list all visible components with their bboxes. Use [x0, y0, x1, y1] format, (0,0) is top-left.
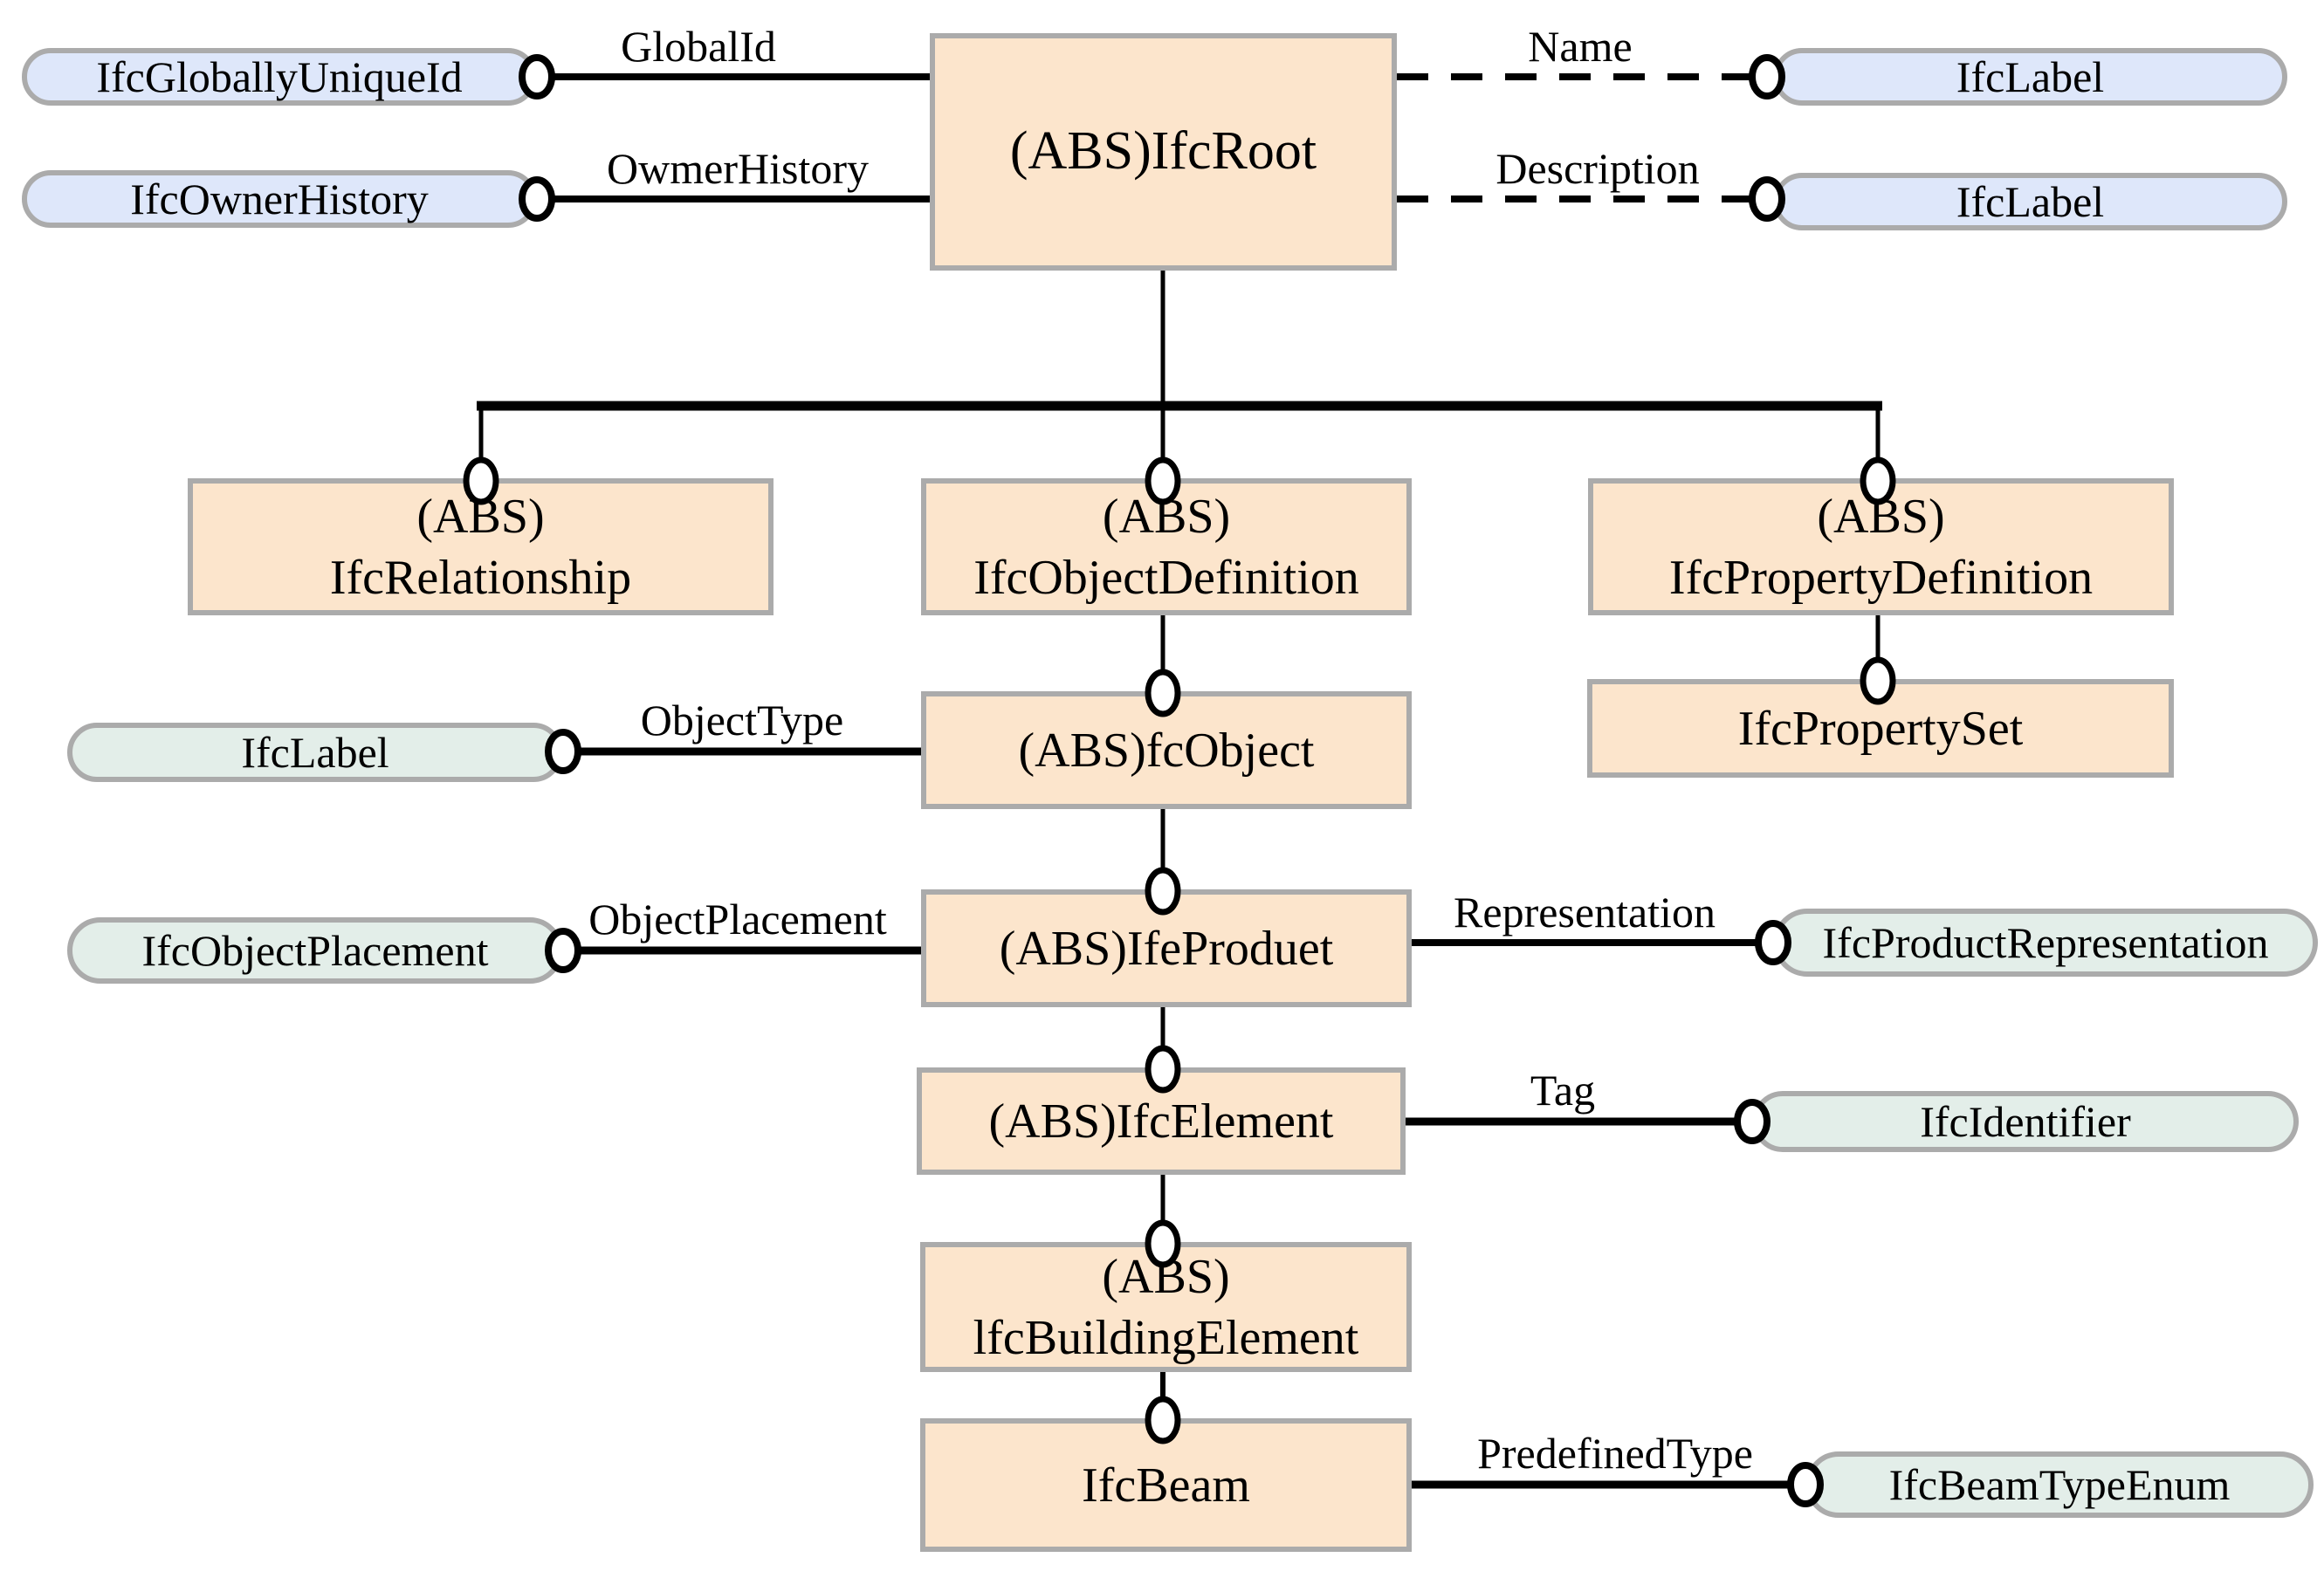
- port-name-circle: [1749, 54, 1785, 99]
- pill-label: IfcLabel: [1956, 177, 2105, 226]
- pill-label: IfcOwnerHistory: [130, 175, 429, 223]
- node-label: (ABS) IfcObjectDefinition: [973, 489, 1359, 605]
- pill-label: IfcBeamTypeEnum: [1888, 1460, 2231, 1509]
- node-label: (ABS)IfcRoot: [1009, 121, 1317, 182]
- pill-label: IfcObjectPlacement: [141, 926, 489, 975]
- edge-label-tag: Tag: [1530, 1066, 1596, 1115]
- port-predefinedtype-circle: [1787, 1462, 1824, 1507]
- port-propertyset-circle: [1860, 656, 1896, 705]
- node-label: (ABS)IfcElement: [988, 1094, 1334, 1149]
- edge-label-representation: Representation: [1454, 888, 1715, 937]
- pill-ifc-identifier: IfcIdentifier: [1752, 1091, 2299, 1152]
- port-beam-circle: [1145, 1396, 1181, 1444]
- pill-ifc-globally-unique-id: IfcGloballyUniqueId: [22, 48, 537, 106]
- pill-ifc-label-object-type: IfcLabel: [67, 723, 563, 782]
- node-ifc-relationship: (ABS) IfcRelationship: [188, 478, 774, 615]
- pill-label: IfcLabel: [241, 728, 389, 777]
- edge-label-name: Name: [1528, 22, 1633, 71]
- node-label: IfcBeam: [1082, 1458, 1250, 1513]
- port-buildingelement-circle: [1145, 1219, 1181, 1268]
- port-relationship-circle: [463, 456, 499, 505]
- port-propertydefinition-circle: [1860, 456, 1896, 505]
- pill-ifc-owner-history: IfcOwnerHistory: [22, 170, 537, 228]
- edge-label-ownerhistory: OwmerHistory: [607, 144, 869, 193]
- port-objectdefinition-circle: [1145, 456, 1181, 505]
- port-object-circle: [1145, 669, 1181, 717]
- node-label: IfcPropertySet: [1737, 701, 2024, 756]
- pill-label: IfcGloballyUniqueId: [96, 52, 463, 101]
- pill-ifc-beam-type-enum: IfcBeamTypeEnum: [1805, 1451, 2314, 1518]
- edge-label-objectplacement: ObjectPlacement: [588, 895, 887, 943]
- edge-label-predefinedtype: PredefinedType: [1477, 1429, 1753, 1478]
- pill-label: IfcLabel: [1956, 52, 2105, 101]
- edge-label-globalid: GlobalId: [621, 22, 776, 71]
- node-ifc-object-definition: (ABS) IfcObjectDefinition: [921, 478, 1412, 615]
- pill-label: IfcIdentifier: [1920, 1097, 2131, 1146]
- pill-ifc-label-description: IfcLabel: [1773, 173, 2287, 230]
- port-description-circle: [1749, 176, 1785, 222]
- node-label: (ABS)IfeProduet: [999, 921, 1334, 976]
- edge-label-description: Description: [1495, 144, 1700, 193]
- port-globalid-circle: [519, 54, 555, 99]
- pill-ifc-object-placement: IfcObjectPlacement: [67, 917, 563, 984]
- port-tag-circle: [1734, 1099, 1771, 1144]
- port-ownerhistory-circle: [519, 176, 555, 222]
- pill-ifc-product-representation: IfcProductRepresentation: [1773, 909, 2318, 977]
- port-objectplacement-circle: [545, 928, 581, 973]
- edge-label-objecttype: ObjectType: [640, 696, 844, 744]
- port-representation-circle: [1755, 920, 1791, 965]
- pill-label: IfcProductRepresentation: [1822, 918, 2269, 967]
- port-product-circle: [1145, 867, 1181, 916]
- node-label: (ABS) lfcBuildingElement: [973, 1249, 1359, 1365]
- node-ifc-root: (ABS)IfcRoot: [930, 33, 1397, 271]
- port-element-circle: [1145, 1045, 1181, 1094]
- port-objecttype-circle: [545, 729, 581, 774]
- node-ifc-product: (ABS)IfeProduet: [921, 889, 1412, 1007]
- node-label: (ABS)fcObject: [1018, 723, 1315, 778]
- node-label: (ABS) IfcPropertyDefinition: [1668, 489, 2094, 605]
